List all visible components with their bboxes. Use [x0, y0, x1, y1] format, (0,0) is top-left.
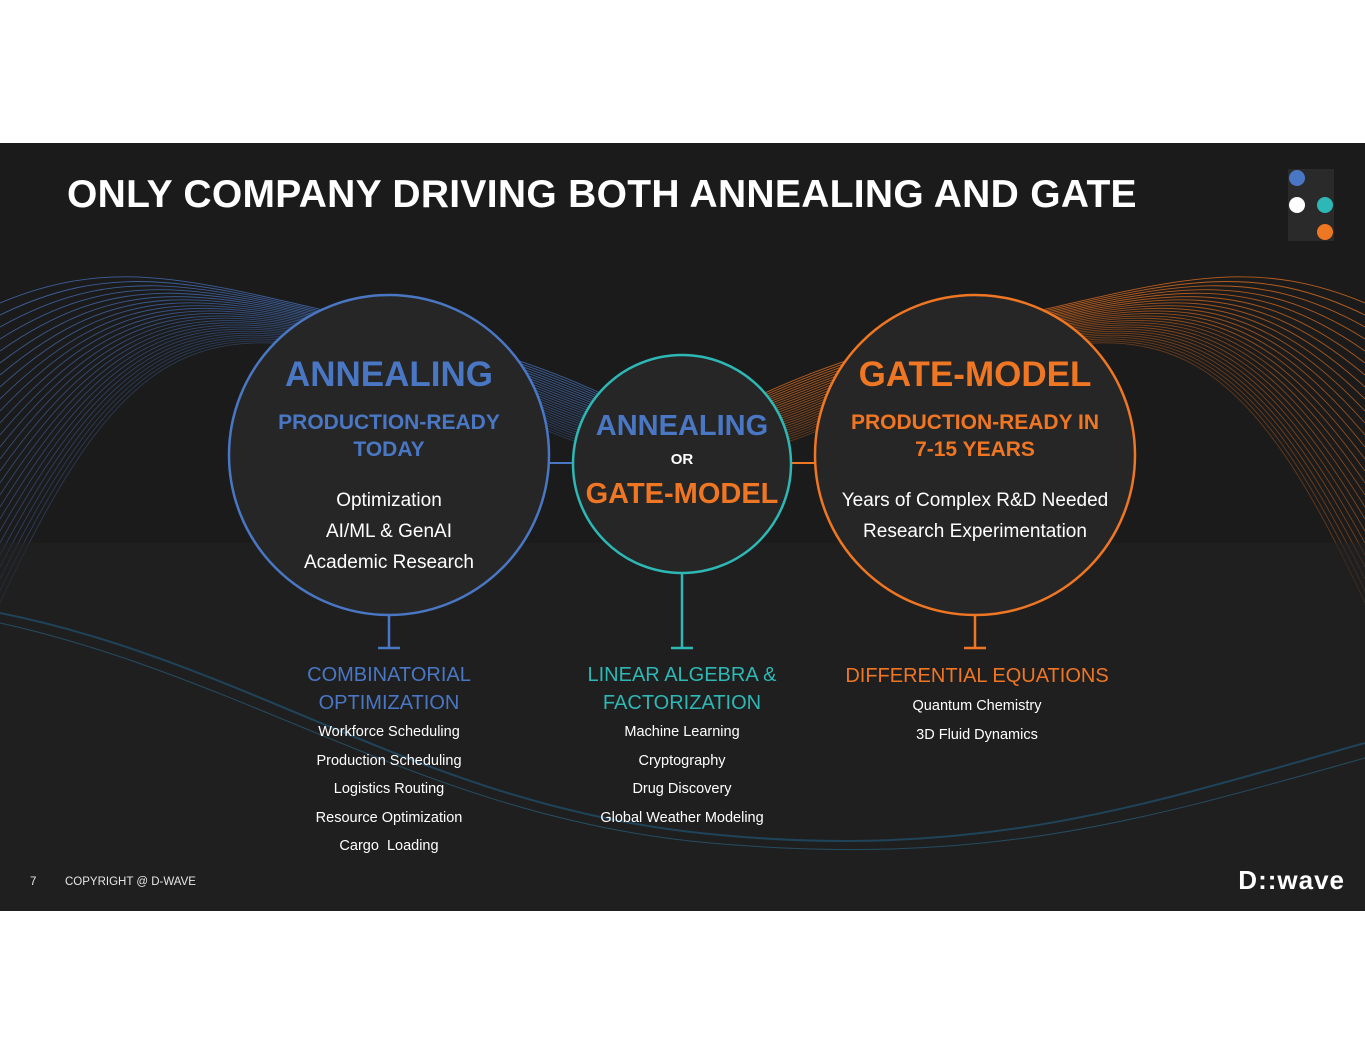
list-item: Logistics Routing: [333, 781, 445, 797]
list-item: Workforce Scheduling: [318, 724, 460, 740]
slide: ONLY COMPANY DRIVING BOTH ANNEALING AND …: [0, 143, 1365, 911]
list-item: Quantum Chemistry: [912, 698, 1042, 714]
list-item: Resource Optimization: [315, 809, 463, 826]
wave-background: [0, 276, 1365, 911]
annealing-circle-content: ANNEALING PRODUCTION-READY TODAY Optimiz…: [229, 353, 549, 578]
white-dot: [1289, 197, 1305, 213]
list-item: Production Scheduling: [316, 752, 462, 769]
annealing-heading: ANNEALING: [284, 355, 494, 394]
differential-equations-heading: DIFFERENTIAL EQUATIONS: [817, 662, 1137, 690]
gate-model-subheading-line1: PRODUCTION-READY IN: [850, 411, 1100, 434]
slide-title: ONLY COMPANY DRIVING BOTH ANNEALING AND …: [67, 173, 1137, 216]
center-gate-model-label: GATE-MODEL: [585, 478, 779, 510]
differential-equations-list: Quantum Chemistry 3D Fluid Dynamics: [817, 692, 1137, 749]
center-annealing-label: ANNEALING: [595, 410, 769, 442]
list-item: Drug Discovery: [632, 781, 732, 797]
annealing-item: AI/ML & GenAI: [325, 521, 452, 542]
list-item: Cargo Loading: [339, 838, 439, 854]
annealing-circle: [227, 293, 551, 617]
heading-line: FACTORIZATION: [602, 692, 762, 714]
annealing-item: Optimization: [336, 490, 442, 511]
blue-dot: [1289, 170, 1305, 186]
center-circle-content: ANNEALING OR GATE-MODEL: [582, 406, 782, 514]
annealing-subheading-line2: TODAY: [353, 438, 425, 461]
heading-line: LINEAR ALGEBRA &: [587, 664, 777, 686]
heading-line: DIFFERENTIAL EQUATIONS: [845, 665, 1109, 687]
list-item: Global Weather Modeling: [600, 809, 764, 826]
combinatorial-optimization-heading: COMBINATORIAL OPTIMIZATION: [249, 661, 529, 717]
gate-model-subheading-line2: 7-15 YEARS: [915, 438, 1035, 461]
teal-dot: [1317, 197, 1333, 213]
combinatorial-optimization-list: Workforce Scheduling Production Scheduli…: [249, 718, 529, 861]
gate-model-item: Research Experimentation: [863, 521, 1087, 542]
dwave-logo: D::wave: [1238, 865, 1345, 895]
heading-line: COMBINATORIAL: [307, 664, 471, 686]
list-item: 3D Fluid Dynamics: [916, 726, 1038, 743]
linear-algebra-heading: LINEAR ALGEBRA & FACTORIZATION: [542, 661, 822, 717]
list-item: Machine Learning: [624, 724, 740, 740]
gate-model-item: Years of Complex R&D Needed: [841, 490, 1109, 511]
copyright-text: COPYRIGHT @ D-WAVE: [65, 876, 196, 888]
annealing-subheading-line1: PRODUCTION-READY: [278, 411, 500, 434]
center-or-label: OR: [670, 451, 694, 468]
brand-dots: [1288, 169, 1334, 241]
annealing-item: Academic Research: [303, 552, 475, 573]
center-circle: [571, 353, 793, 575]
orange-dot: [1317, 224, 1333, 240]
page-number: 7: [30, 876, 37, 888]
heading-line: OPTIMIZATION: [318, 692, 460, 714]
list-item: Cryptography: [638, 752, 726, 769]
gate-model-circle-content: GATE-MODEL PRODUCTION-READY IN 7-15 YEAR…: [815, 353, 1135, 547]
gate-model-circle: [813, 293, 1137, 617]
gate-model-heading: GATE-MODEL: [858, 355, 1092, 394]
linear-algebra-list: Machine Learning Cryptography Drug Disco…: [542, 718, 822, 832]
